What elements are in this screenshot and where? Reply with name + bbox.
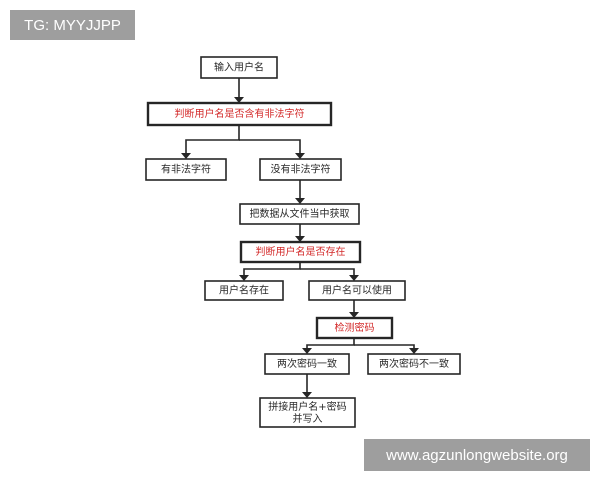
node-label: 没有非法字符: [271, 163, 331, 176]
edge-exists-branch: [243, 262, 301, 275]
node-passwords-match: 两次密码一致: [264, 353, 350, 375]
arrowhead: [409, 348, 419, 354]
node-check-password: 检测密码: [315, 316, 394, 340]
node-label: 判断用户名是否存在: [256, 245, 346, 258]
node-fetch-from-file: 把数据从文件当中获取: [239, 203, 360, 225]
arrowhead: [295, 236, 305, 242]
node-check-user-exists: 判断用户名是否存在: [239, 240, 362, 264]
node-input-username: 输入用户名: [200, 56, 278, 79]
arrowhead: [302, 392, 312, 398]
node-label: 把数据从文件当中获取: [250, 207, 350, 220]
edge-password-branch-right: [354, 344, 415, 348]
node-user-exists: 用户名存在: [204, 280, 284, 301]
edge-check-branch-right: [239, 139, 301, 153]
node-label-line2: 并写入: [293, 412, 323, 425]
edge-check-branch: [185, 125, 240, 153]
node-label: 有非法字符: [161, 163, 211, 176]
node-label: 用户名存在: [219, 284, 269, 297]
node-passwords-mismatch: 两次密码不一致: [367, 353, 461, 375]
arrowhead: [295, 153, 305, 159]
edge-password-branch: [306, 338, 355, 348]
node-label: 用户名可以使用: [322, 284, 392, 297]
node-label-line1: 拼接用户名+密码: [268, 400, 346, 413]
node-label: 输入用户名: [214, 61, 264, 74]
arrowhead: [234, 97, 244, 103]
flowchart-edges: [181, 78, 419, 398]
watermark-top-label: TG: MYYJJPP: [10, 10, 135, 40]
node-user-available: 用户名可以使用: [308, 280, 406, 301]
node-concat-and-write: 拼接用户名+密码 并写入: [259, 397, 356, 428]
node-label: 判断用户名是否含有非法字符: [175, 107, 305, 120]
node-label: 两次密码不一致: [379, 357, 449, 370]
arrowhead: [295, 198, 305, 204]
arrowhead: [302, 348, 312, 354]
node-label: 两次密码一致: [277, 357, 337, 370]
edge-exists-branch-right: [300, 268, 355, 275]
arrowhead: [239, 275, 249, 281]
arrowhead: [349, 275, 359, 281]
node-check-illegal-chars: 判断用户名是否含有非法字符: [146, 101, 333, 127]
arrowhead: [349, 312, 359, 318]
watermark-bottom-label: www.agzunlongwebsite.org: [364, 439, 590, 471]
node-has-illegal-chars: 有非法字符: [145, 158, 227, 181]
node-label: 检测密码: [335, 321, 375, 334]
node-no-illegal-chars: 没有非法字符: [259, 158, 342, 181]
arrowhead: [181, 153, 191, 159]
